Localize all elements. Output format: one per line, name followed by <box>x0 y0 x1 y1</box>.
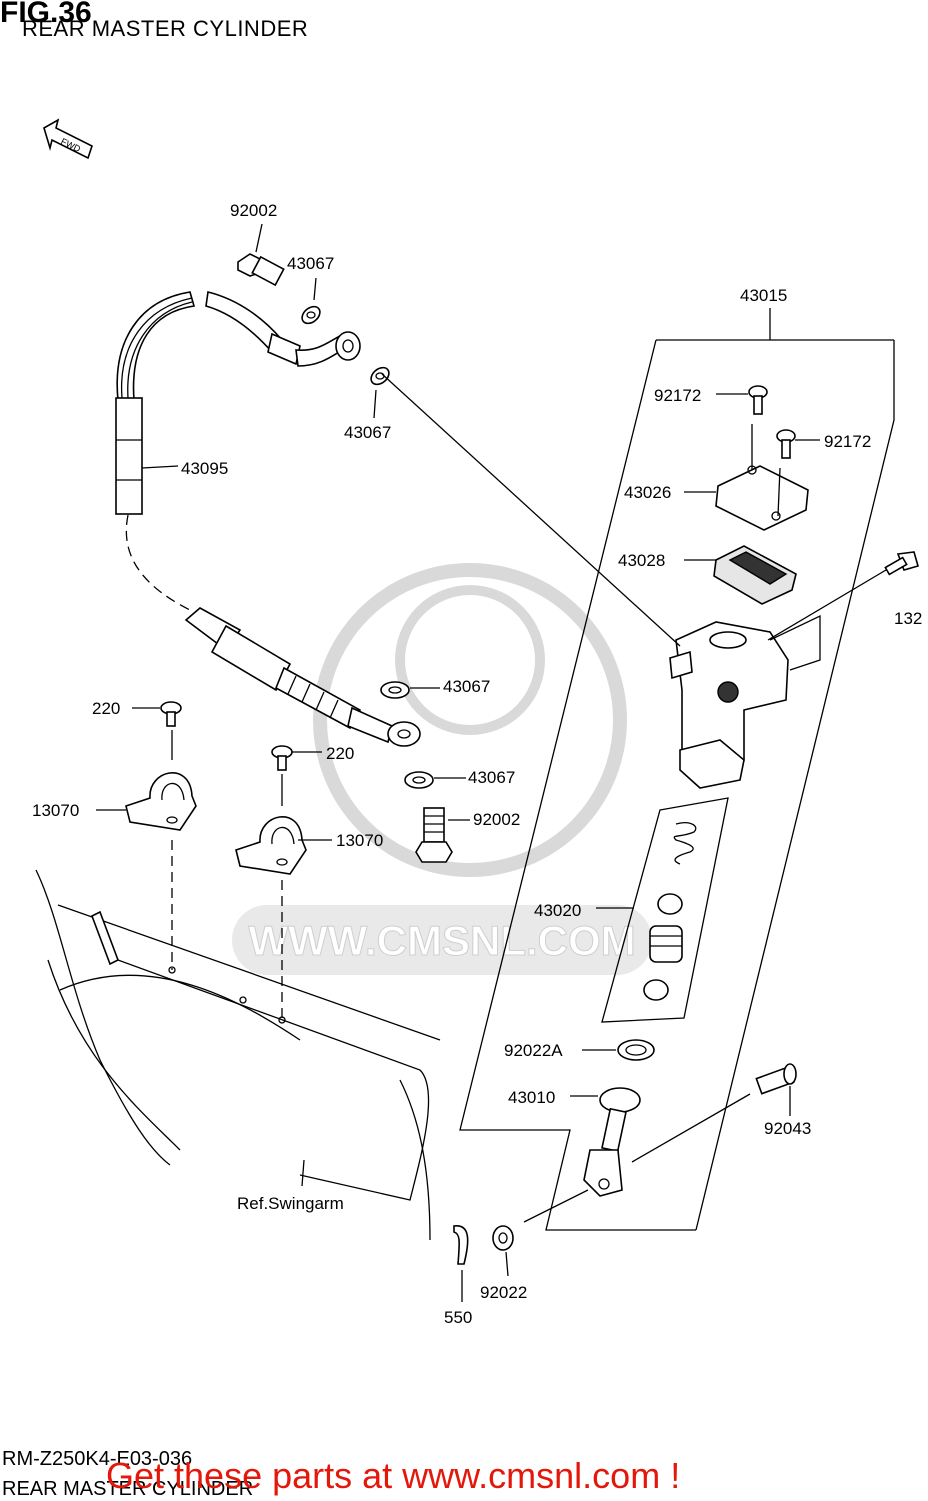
order-parts-link[interactable]: Get these parts at www.cmsnl.com ! <box>106 1455 681 1496</box>
reservoir-cap-43026 <box>715 465 809 531</box>
callout-13070-b: 13070 <box>336 831 383 850</box>
callout-ref-swingarm: Ref.Swingarm <box>237 1194 344 1213</box>
callout-43067-d: 43067 <box>468 768 515 787</box>
leader-lines <box>96 223 887 1302</box>
watermark-text: WWW.CMSNL.COM <box>248 917 635 964</box>
diagram-code: RM-Z250K4-E03-036 <box>2 1448 193 1470</box>
washer-mid-a <box>380 681 410 699</box>
callout-43067-a: 43067 <box>287 254 334 273</box>
pin-92043 <box>755 1063 797 1095</box>
washer-92022 <box>492 1225 514 1251</box>
screw-220-a <box>160 701 182 727</box>
screw-92172-a <box>748 385 768 415</box>
footer-subtitle: REAR MASTER CYLINDER <box>2 1478 254 1500</box>
assembly-bracket-43015 <box>459 308 895 1231</box>
callout-92172-b: 92172 <box>824 432 871 451</box>
callout-43020: 43020 <box>534 901 581 920</box>
callout-43028: 43028 <box>618 551 665 570</box>
screw-92172-b <box>776 429 796 459</box>
washer-top-a <box>301 305 321 325</box>
callout-92002-b: 92002 <box>473 810 520 829</box>
bolt-132 <box>884 551 919 576</box>
clamp-13070-a <box>125 771 197 831</box>
cotter-pin-550 <box>453 1225 469 1265</box>
callout-220-a: 220 <box>92 699 120 718</box>
callout-220-b: 220 <box>326 744 354 763</box>
swingarm-outline <box>35 869 441 1241</box>
callout-132: 132 <box>894 609 922 628</box>
brake-hose <box>115 291 421 747</box>
fwd-arrow-icon: FWD <box>43 118 93 160</box>
callout-labels: 92002 43067 43067 43095 43015 92172 9217… <box>32 201 922 1327</box>
clamp-13070-b <box>235 815 307 875</box>
callout-43010: 43010 <box>508 1088 555 1107</box>
callout-13070-a: 13070 <box>32 801 79 820</box>
callout-92002-top: 92002 <box>230 201 277 220</box>
callout-92022A: 92022A <box>504 1041 563 1060</box>
callout-550: 550 <box>444 1308 472 1327</box>
master-cylinder-body <box>669 621 789 789</box>
washer-mid-b <box>404 771 434 789</box>
watermark-logo: WWW.CMSNL.COM <box>232 563 652 975</box>
screw-220-b <box>271 745 293 771</box>
callout-43026: 43026 <box>624 483 671 502</box>
piston-kit-43020 <box>601 797 729 1023</box>
diaphragm-43028 <box>713 545 797 605</box>
callout-92022: 92022 <box>480 1283 527 1302</box>
callout-43015: 43015 <box>740 286 787 305</box>
banjo-bolt-mid <box>415 807 453 863</box>
callout-92172-a: 92172 <box>654 386 701 405</box>
figure-number: FIG.36 <box>0 0 92 29</box>
banjo-bolt-top <box>237 253 285 287</box>
callout-92043: 92043 <box>764 1119 811 1138</box>
washer-top-b <box>370 366 390 386</box>
push-rod-43010 <box>583 1087 641 1197</box>
diagram-title: REAR MASTER CYLINDER <box>22 16 309 41</box>
callout-43067-b: 43067 <box>344 423 391 442</box>
callout-43067-c: 43067 <box>443 677 490 696</box>
circlip-92022A <box>617 1039 655 1061</box>
callout-43095: 43095 <box>181 459 228 478</box>
